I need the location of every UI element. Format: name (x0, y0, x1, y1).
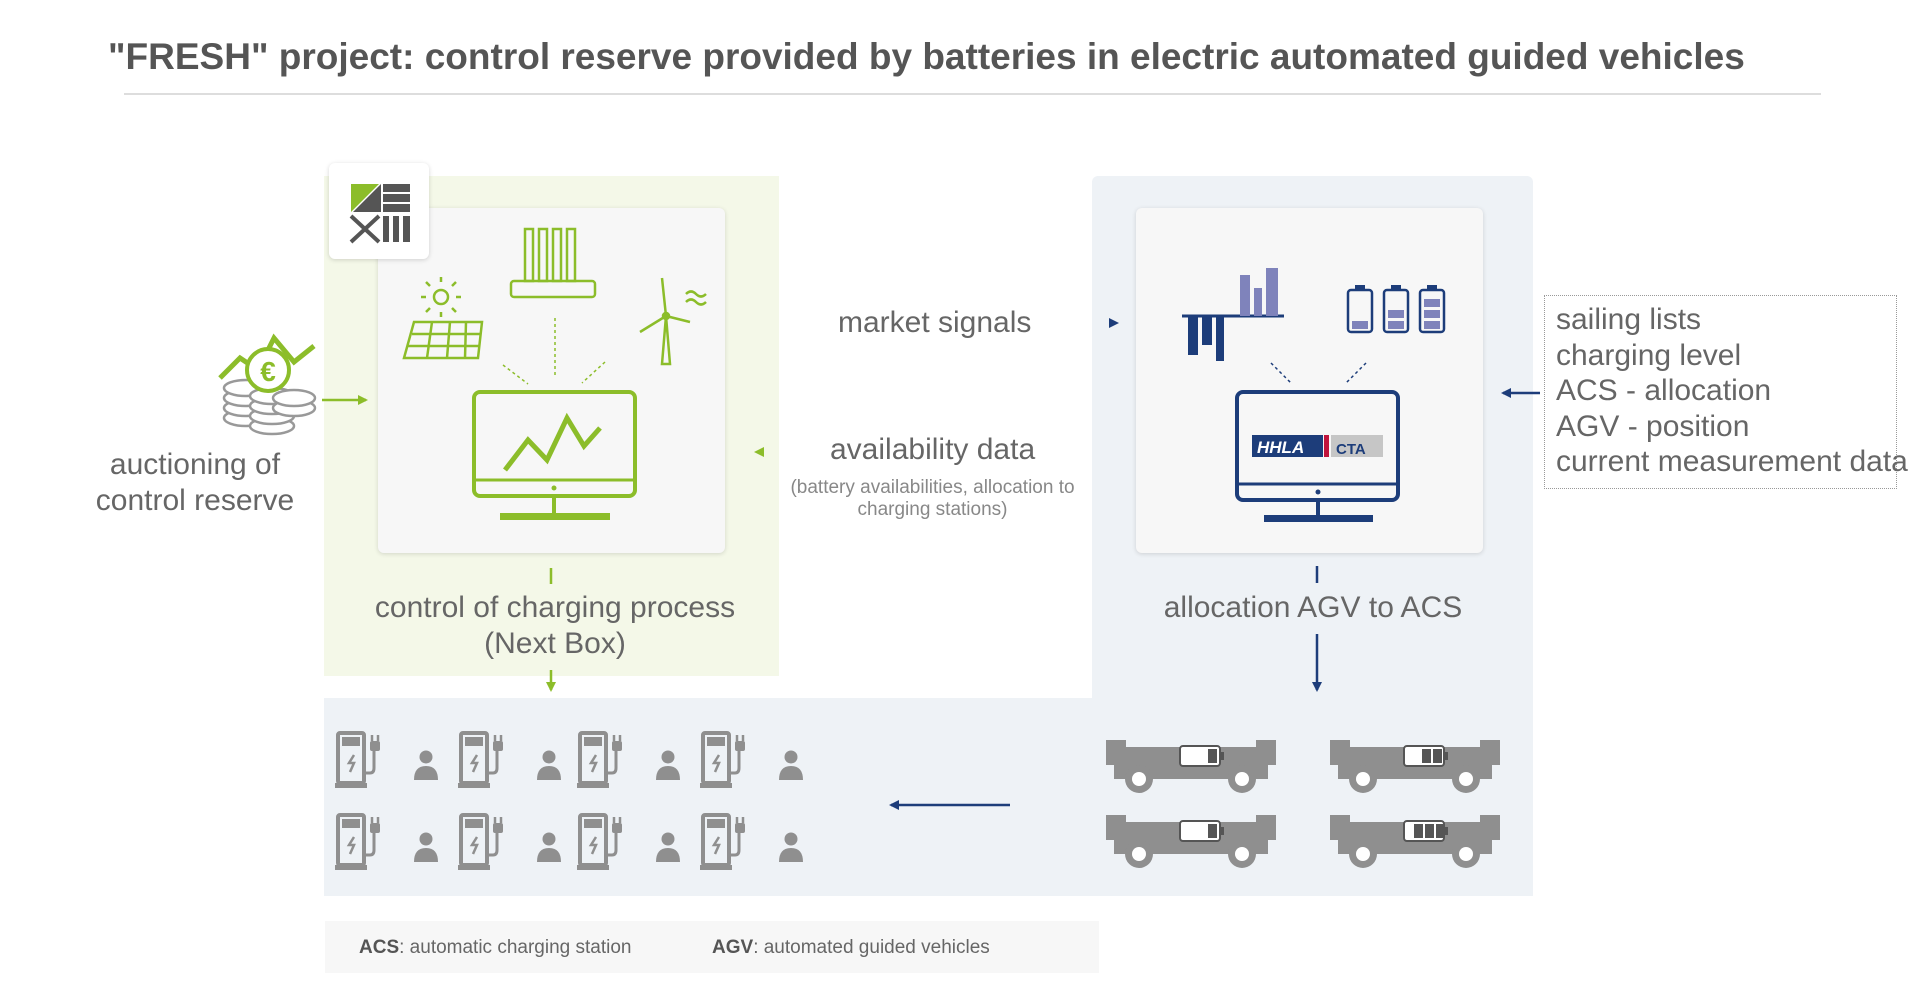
battery-levels-icon (1346, 285, 1446, 334)
terminal-system-card (1136, 208, 1483, 553)
person-icon (537, 750, 561, 780)
availability-note: (battery availabilities, allocation to c… (790, 477, 1075, 521)
title-divider (124, 93, 1821, 95)
data-inputs-box (1544, 295, 1897, 489)
wind-turbine-icon (639, 277, 707, 366)
agv-vehicle-icon (1330, 740, 1500, 793)
person-icon (779, 750, 803, 780)
person-icon (779, 832, 803, 862)
auction-label: auctioning of control reserve (95, 448, 295, 517)
legend-agv: AGV: automated guided vehicles (712, 937, 990, 958)
monitor-hhla-cta-icon: HHLA CTA (1235, 390, 1400, 522)
agv-vehicle-icon (1106, 815, 1276, 868)
availability-data-label: availability data (830, 433, 1036, 466)
charging-station-icon (335, 813, 380, 870)
terminal-panel (324, 698, 1533, 896)
person-icon (537, 832, 561, 862)
person-icon (656, 832, 680, 862)
control-charging-label: control of charging process (Next Box) (374, 591, 736, 660)
charging-station-icon (577, 813, 622, 870)
bar-chart-icon (1182, 268, 1284, 361)
monitor-chart-icon (472, 390, 637, 520)
charging-station-icon (335, 731, 380, 788)
charging-station-icon (700, 731, 745, 788)
next-kraftwerke-logo-icon (349, 183, 410, 244)
solar-panel-icon (402, 277, 484, 360)
data-input-item: charging level (1556, 338, 1742, 372)
data-input-item: current measurement data (1556, 445, 1908, 478)
person-icon (656, 750, 680, 780)
data-input-item: sailing lists (1556, 303, 1702, 336)
legend-box (325, 921, 1099, 973)
data-inputs-list: sailing lists charging level ACS - alloc… (1556, 302, 1908, 480)
power-plant-icon (509, 227, 597, 299)
agv-vehicle-icon (1106, 740, 1276, 793)
euro-coins-icon: € (218, 333, 317, 436)
person-icon (414, 750, 438, 780)
allocation-label: allocation AGV to ACS (1163, 591, 1463, 624)
market-signals-label: market signals (838, 306, 1032, 339)
charging-station-icon (458, 813, 503, 870)
charging-station-icon (458, 731, 503, 788)
legend-acs: ACS: automatic charging station (359, 937, 632, 958)
person-icon (414, 832, 438, 862)
agv-vehicles-group (1106, 740, 1500, 868)
data-input-item: ACS - allocation (1556, 374, 1772, 407)
cta-logo-text: CTA (1336, 441, 1366, 458)
charging-station-icon (577, 731, 622, 788)
agv-vehicle-icon (1330, 815, 1500, 868)
page-title: "FRESH" project: control reserve provide… (108, 36, 1745, 77)
hhla-logo-text: HHLA (1257, 438, 1304, 457)
charging-station-icon (700, 813, 745, 870)
euro-symbol: € (260, 356, 276, 387)
charging-stations-group (335, 731, 803, 870)
data-input-item: AGV - position (1556, 409, 1750, 443)
